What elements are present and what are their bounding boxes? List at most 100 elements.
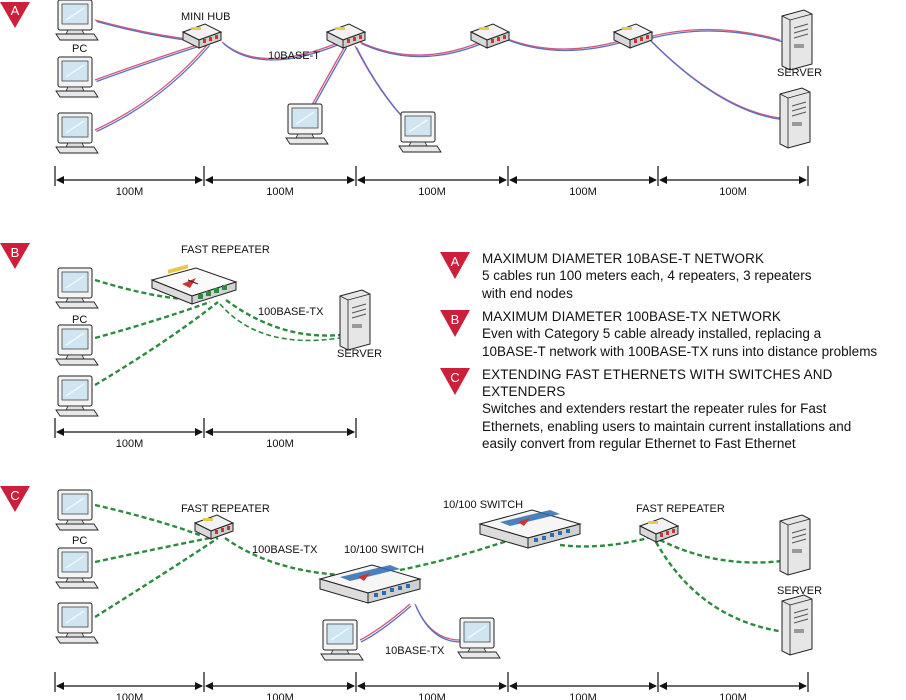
local-link-label: 10BASE-TX xyxy=(385,645,445,657)
arrow-right-icon xyxy=(799,682,807,690)
arrow-right-icon xyxy=(799,176,807,184)
legend-marker-icon: C xyxy=(440,368,470,395)
hub-icon xyxy=(182,23,222,49)
arrow-left-icon xyxy=(205,176,213,184)
legend-title: MAXIMUM DIAMETER 10BASE-T NETWORK xyxy=(482,251,765,266)
distance-scales: 100M 100M 100M 100M 100M 100M 100M 100M 100M 100M… xyxy=(54,166,809,700)
pc-icon xyxy=(55,602,99,644)
legend-description-line: Switches and extenders restart the repea… xyxy=(482,401,827,416)
distance-label: 100M xyxy=(418,186,446,198)
distance-label: 100M xyxy=(116,438,144,450)
arrow-left-icon xyxy=(56,682,64,690)
marker-b: B xyxy=(0,243,30,269)
legend-description-line: 10BASE-T network with 100BASE-TX runs in… xyxy=(482,343,878,359)
svg-text:B: B xyxy=(451,312,460,327)
legend-description-line: with end nodes xyxy=(482,285,573,301)
arrow-right-icon xyxy=(347,176,355,184)
pc-icon xyxy=(55,375,99,417)
pc-icon xyxy=(55,324,99,366)
svg-text:A: A xyxy=(451,254,460,269)
arrow-right-icon xyxy=(195,428,203,436)
link-label: 10BASE-T xyxy=(268,50,320,62)
legend-description-line: Even with Category 5 cable already insta… xyxy=(482,326,822,341)
switch-icon xyxy=(319,564,421,604)
distance-label: 100M xyxy=(266,438,294,450)
arrow-right-icon xyxy=(347,428,355,436)
server-label: SERVER xyxy=(337,348,382,360)
legend-description-line: Ethernets, enabling users to maintain cu… xyxy=(482,418,852,434)
distance-label: 100M xyxy=(569,186,597,198)
arrow-left-icon xyxy=(509,176,517,184)
arrow-right-icon xyxy=(649,176,657,184)
cables-local xyxy=(359,603,462,643)
arrow-right-icon xyxy=(499,682,507,690)
server-icon xyxy=(339,289,371,351)
arrow-left-icon xyxy=(56,176,64,184)
switch-icon xyxy=(479,509,581,549)
pc-label: PC xyxy=(72,535,87,547)
legend-description-line: easily convert from regular Ethernet to … xyxy=(482,436,796,451)
pc-label: PC xyxy=(72,43,87,55)
legend-title: EXTENDING FAST ETHERNETS WITH SWITCHES A… xyxy=(482,367,833,399)
legend-title: MAXIMUM DIAMETER 100BASE-TX NETWORK xyxy=(482,309,782,324)
repeater-label: FAST REPEATER xyxy=(636,503,725,515)
repeater-label: FAST REPEATER xyxy=(181,244,270,256)
arrow-right-icon xyxy=(195,176,203,184)
pc-label: PC xyxy=(72,314,87,326)
arrow-left-icon xyxy=(357,176,365,184)
distance-label: 100M xyxy=(116,692,144,700)
section-a: A xyxy=(0,0,822,154)
distance-label: 100M xyxy=(719,186,747,198)
section-b: B PC FAST REPEATER 100BASE-TX SERVER xyxy=(0,243,382,417)
pc-icon xyxy=(55,0,99,41)
server-icon xyxy=(779,514,811,576)
arrow-right-icon xyxy=(347,682,355,690)
pc-icon xyxy=(285,103,329,145)
pc-icon xyxy=(55,112,99,154)
repeater-icon xyxy=(639,517,679,543)
pc-icon xyxy=(457,617,501,659)
hub-icon xyxy=(470,23,510,49)
server-icon xyxy=(781,594,813,656)
legend-item: C EXTENDING FAST ETHERNETS WITH SWITCHES … xyxy=(438,366,906,453)
distance-label: 100M xyxy=(719,692,747,700)
marker-c: C xyxy=(0,486,30,512)
hub-label: MINI HUB xyxy=(181,11,231,23)
arrow-right-icon xyxy=(195,682,203,690)
cables-fast xyxy=(94,503,791,634)
server-icon xyxy=(781,9,813,71)
distance-label: 100M xyxy=(266,692,294,700)
arrow-left-icon xyxy=(509,682,517,690)
arrow-right-icon xyxy=(499,176,507,184)
server-label: SERVER xyxy=(777,67,822,79)
distance-label: 100M xyxy=(266,186,294,198)
distance-label: 100M xyxy=(569,692,597,700)
distance-label: 100M xyxy=(418,692,446,700)
arrow-left-icon xyxy=(357,682,365,690)
legend-description-line: 5 cables run 100 meters each, 4 repeater… xyxy=(482,268,812,283)
repeater-icon xyxy=(151,263,237,305)
svg-text:C: C xyxy=(450,370,459,385)
legend: A MAXIMUM DIAMETER 10BASE-T NETWORK 5 cabl… xyxy=(438,250,906,459)
server-label: SERVER xyxy=(777,585,822,597)
pc-icon xyxy=(55,56,99,98)
arrow-left-icon xyxy=(659,176,667,184)
arrow-left-icon xyxy=(205,682,213,690)
legend-item: A MAXIMUM DIAMETER 10BASE-T NETWORK 5 cabl… xyxy=(438,250,906,302)
legend-item: B MAXIMUM DIAMETER 100BASE-TX NETWORK Even… xyxy=(438,308,906,360)
pc-icon xyxy=(55,489,99,531)
arrow-left-icon xyxy=(659,682,667,690)
svg-text:A: A xyxy=(11,3,20,18)
link-label: 100BASE-TX xyxy=(252,544,318,556)
svg-text:B: B xyxy=(11,245,20,260)
pc-icon xyxy=(398,111,442,153)
legend-marker-icon: B xyxy=(440,310,470,337)
section-c: C PC FAST REPEATER 100BASE-TX 10/100 SWI… xyxy=(0,486,822,661)
arrow-left-icon xyxy=(205,428,213,436)
pc-icon xyxy=(320,619,364,661)
marker-a: A xyxy=(0,2,30,28)
svg-text:C: C xyxy=(10,488,19,503)
arrow-right-icon xyxy=(649,682,657,690)
switch-label: 10/100 SWITCH xyxy=(443,499,523,511)
